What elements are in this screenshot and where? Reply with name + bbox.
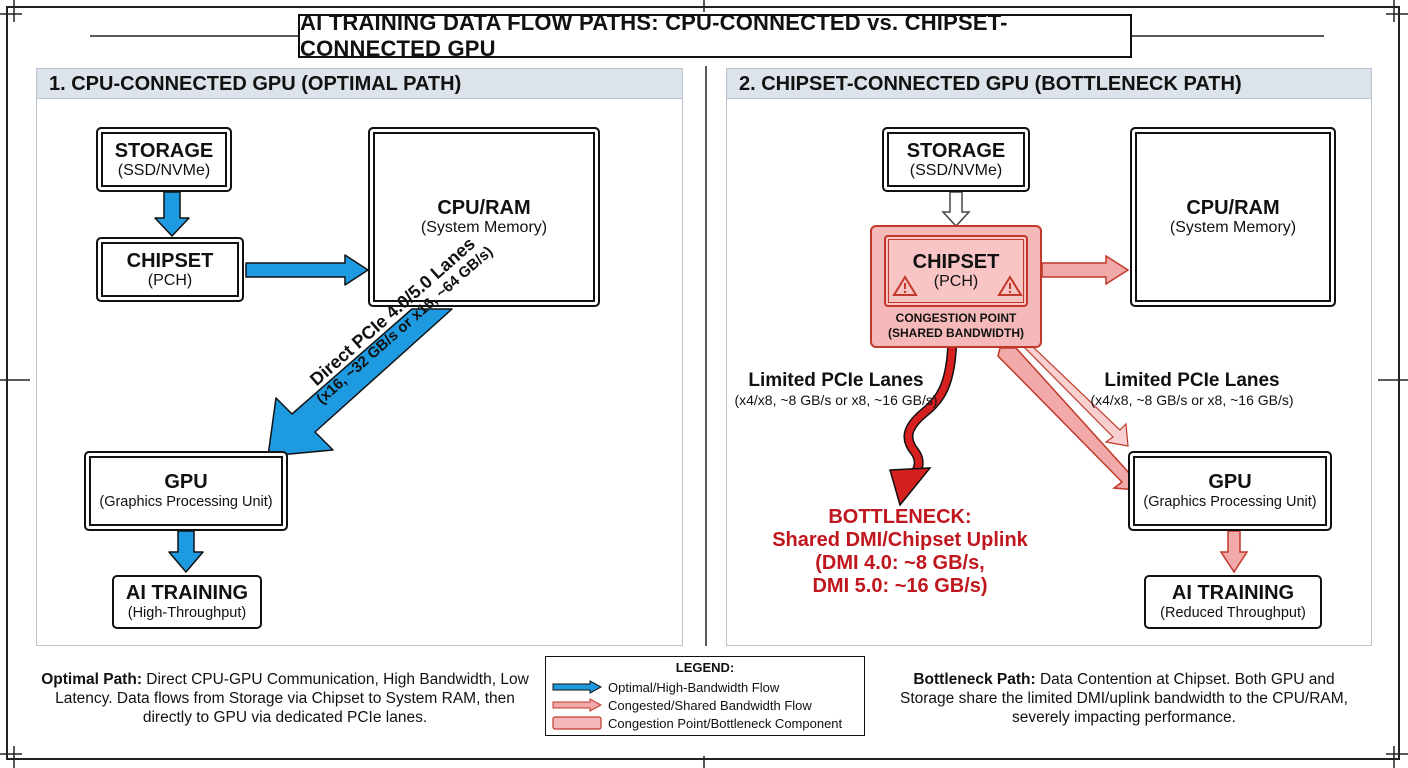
chipset-node: CHIPSET (PCH) — [96, 237, 244, 302]
congestion-label: CONGESTION POINT (SHARED BANDWIDTH) — [872, 311, 1040, 341]
limited-lanes-left-title: Limited PCIe Lanes — [748, 370, 924, 391]
bottleneck-line2: Shared DMI/Chipset Uplink — [772, 529, 1028, 551]
legend-item-congested: Congested/Shared Bandwidth Flow — [552, 697, 812, 713]
bottleneck-path-description-text: Data Contention at Chipset. Both GPU and… — [900, 671, 1348, 726]
limited-lanes-right-sub: (x4/x8, ~8 GB/s or x8, ~16 GB/s) — [1090, 392, 1294, 408]
limited-lanes-left-sub: (x4/x8, ~8 GB/s or x8, ~16 GB/s) — [734, 392, 938, 408]
legend-item-congested-label: Congested/Shared Bandwidth Flow — [608, 697, 812, 713]
chipset-to-cpu-congested-arrow — [1041, 254, 1130, 286]
gpu-subtitle: (Graphics Processing Unit) — [99, 494, 273, 510]
congestion-box-icon — [552, 716, 602, 730]
optimal-path-description-text: Direct CPU-GPU Communication, High Bandw… — [55, 671, 529, 726]
limited-lanes-right-title: Limited PCIe Lanes — [1104, 370, 1280, 391]
cpu-ram-title: CPU/RAM — [437, 197, 531, 219]
limited-lanes-right-label: Limited PCIe Lanes (x4/x8, ~8 GB/s or x8… — [1072, 370, 1312, 408]
bottleneck-path-description-bold: Bottleneck Path: — [913, 671, 1036, 688]
cpu-ram-node-right: CPU/RAM (System Memory) — [1130, 127, 1336, 307]
warning-triangle-icon — [892, 275, 918, 296]
page-title: AI TRAINING DATA FLOW PATHS: CPU-CONNECT… — [298, 10, 1132, 61]
bottleneck-path-heading: 2. CHIPSET-CONNECTED GPU (BOTTLENECK PAT… — [727, 69, 1371, 99]
cpu-to-gpu-arrow — [267, 308, 453, 457]
congestion-label-line2: (SHARED BANDWIDTH) — [888, 326, 1024, 340]
warning-triangle-icon — [997, 275, 1023, 296]
ai-training-subtitle: (High-Throughput) — [127, 605, 247, 621]
storage-subtitle: (SSD/NVMe) — [117, 161, 211, 179]
bottleneck-line4: DMI 5.0: ~16 GB/s) — [812, 575, 988, 597]
legend-item-bottleneck: Congestion Point/Bottleneck Component — [552, 715, 842, 731]
bottleneck-line3: (DMI 4.0: ~8 GB/s, — [815, 552, 985, 574]
chipset-subtitle: (PCH) — [147, 271, 193, 289]
congestion-point: CHIPSET (PCH) CONGESTION POINT (SHARED B… — [870, 225, 1042, 348]
blue-arrow-icon — [552, 680, 602, 694]
legend-item-optimal-label: Optimal/High-Bandwidth Flow — [608, 679, 780, 695]
gpu-title: GPU — [164, 471, 208, 493]
bottleneck-label: BOTTLENECK: Shared DMI/Chipset Uplink (D… — [750, 506, 1050, 598]
ai-training-title: AI TRAINING — [125, 582, 249, 604]
ai-training-subtitle-right: (Reduced Throughput) — [1160, 605, 1306, 621]
chipset-title: CHIPSET — [126, 249, 214, 272]
chipset-subtitle-right: (PCH) — [933, 273, 979, 290]
legend-item-bottleneck-label: Congestion Point/Bottleneck Component — [608, 715, 843, 731]
limited-lanes-left-label: Limited PCIe Lanes (x4/x8, ~8 GB/s or x8… — [716, 370, 956, 408]
storage-to-chipset-arrow — [154, 191, 190, 237]
gpu-node-right: GPU (Graphics Processing Unit) — [1128, 451, 1332, 531]
storage-node-right: STORAGE (SSD/NVMe) — [882, 127, 1030, 192]
legend: LEGEND: Optimal/High-Bandwidth Flow Cong… — [545, 656, 865, 736]
ai-training-title-right: AI TRAINING — [1171, 582, 1295, 604]
legend-title: LEGEND: — [675, 660, 735, 675]
optimal-path-description: Optimal Path: Direct CPU-GPU Communicati… — [40, 670, 530, 727]
gpu-subtitle-right: (Graphics Processing Unit) — [1143, 494, 1317, 510]
bottleneck-path-description: Bottleneck Path: Data Contention at Chip… — [896, 670, 1352, 727]
optimal-path-description-bold: Optimal Path: — [41, 671, 142, 688]
ai-training-node-right: AI TRAINING (Reduced Throughput) — [1144, 575, 1322, 629]
congestion-label-line1: CONGESTION POINT — [895, 311, 1017, 325]
legend-item-optimal: Optimal/High-Bandwidth Flow — [552, 679, 779, 695]
cpu-ram-subtitle-right: (System Memory) — [1169, 219, 1297, 236]
storage-to-chipset-outline-arrow — [941, 191, 971, 228]
cpu-ram-node: CPU/RAM (System Memory) — [368, 127, 600, 307]
storage-title-right: STORAGE — [906, 139, 1006, 162]
storage-title: STORAGE — [114, 139, 214, 162]
cpu-ram-title-right: CPU/RAM — [1186, 197, 1280, 219]
bottleneck-line1: BOTTLENECK: — [828, 506, 972, 528]
optimal-path-heading: 1. CPU-CONNECTED GPU (OPTIMAL PATH) — [37, 69, 682, 99]
storage-subtitle-right: (SSD/NVMe) — [909, 161, 1003, 179]
cpu-ram-subtitle: (System Memory) — [420, 219, 548, 236]
gpu-to-training-arrow — [168, 530, 204, 573]
gpu-node: GPU (Graphics Processing Unit) — [84, 451, 288, 531]
storage-node: STORAGE (SSD/NVMe) — [96, 127, 232, 192]
chipset-to-lanes-outline-arrow — [1023, 344, 1129, 447]
gpu-to-training-congested-arrow — [1219, 530, 1249, 574]
pink-arrow-icon — [552, 698, 602, 712]
gpu-title-right: GPU — [1208, 471, 1252, 493]
chipset-to-cpu-arrow — [245, 254, 369, 286]
ai-training-node: AI TRAINING (High-Throughput) — [112, 575, 262, 629]
bottleneck-arrow-head — [889, 467, 932, 507]
chipset-title-right: CHIPSET — [912, 251, 1000, 273]
outer-frame — [6, 6, 1400, 760]
